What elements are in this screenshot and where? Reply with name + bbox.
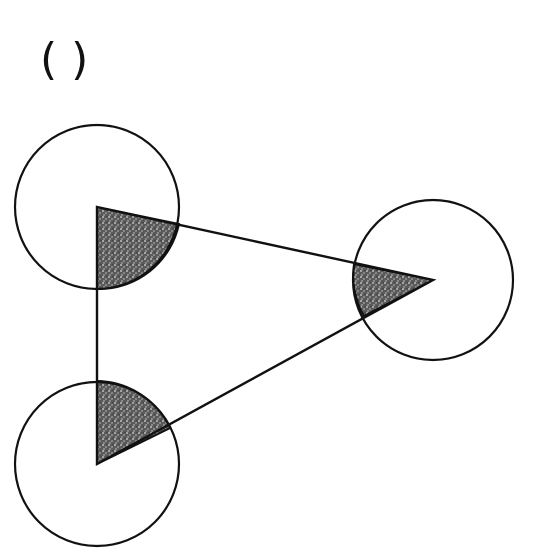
triangle <box>95 205 437 467</box>
shaded-sector-top-left <box>96 205 181 291</box>
shaded-sector-bottom-left <box>96 379 172 466</box>
answer-bracket: ( ) <box>40 34 89 85</box>
circle-right <box>351 198 515 362</box>
